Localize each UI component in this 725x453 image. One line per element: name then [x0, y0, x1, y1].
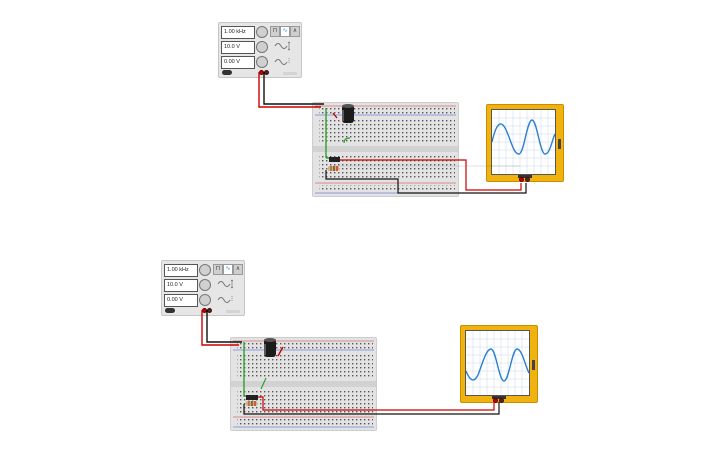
waveform-trace [465, 331, 530, 395]
breadboard-holes [313, 103, 458, 196]
breadboard[interactable] [230, 337, 377, 431]
scope-probe-negative[interactable] [499, 398, 504, 403]
offset-row: 0.00 V [221, 56, 299, 69]
oscilloscope[interactable] [460, 325, 538, 403]
frequency-knob[interactable] [199, 264, 211, 276]
green-wire-jumper [343, 137, 351, 144]
scope-side-label [558, 139, 561, 149]
amplitude-display[interactable]: 10.0 V [221, 41, 255, 54]
scope-input-label [492, 396, 506, 399]
frequency-row: 1.00 kHz ⊓ ∿ ∧ [164, 264, 243, 277]
capacitor-lead [277, 346, 284, 357]
amplitude-symbol-icon [217, 279, 234, 289]
resistor [328, 166, 339, 171]
scope-side-label [532, 360, 535, 370]
amplitude-symbol-icon [274, 41, 291, 51]
square-wave-icon[interactable]: ⊓ [213, 264, 223, 275]
offset-display[interactable]: 0.00 V [221, 56, 255, 69]
offset-knob[interactable] [256, 56, 268, 68]
amplitude-knob[interactable] [256, 41, 268, 53]
function-generator[interactable]: 1.00 kHz ⊓ ∿ ∧ 10.0 V 0.00 V [218, 22, 302, 78]
transistor [329, 157, 340, 162]
square-wave-icon[interactable]: ⊓ [270, 26, 280, 37]
electrolytic-capacitor [342, 104, 354, 123]
scope-red-wire [258, 396, 495, 411]
oscilloscope-screen [491, 109, 556, 175]
breadboard-holes [231, 338, 376, 430]
oscilloscope[interactable] [486, 104, 564, 182]
power-switch[interactable] [165, 308, 175, 313]
black-wire [206, 310, 242, 343]
capacitor-lead [332, 112, 338, 119]
triangle-wave-icon[interactable]: ∧ [233, 264, 243, 275]
frequency-display[interactable]: 1.00 kHz [221, 26, 255, 39]
black-wire [263, 72, 324, 105]
brand-plate [226, 310, 240, 313]
amplitude-knob[interactable] [199, 279, 211, 291]
electrolytic-capacitor [264, 338, 276, 357]
scope-probe-negative[interactable] [525, 177, 530, 182]
waveform-trace [491, 110, 556, 174]
brand-plate [283, 72, 297, 75]
offset-row: 0.00 V [164, 294, 242, 307]
function-generator[interactable]: 1.00 kHz ⊓ ∿ ∧ 10.0 V 0.00 V [161, 260, 245, 316]
sine-wave-icon[interactable]: ∿ [223, 264, 233, 275]
oscilloscope-screen [465, 330, 530, 396]
frequency-knob[interactable] [256, 26, 268, 38]
frequency-row: 1.00 kHz ⊓ ∿ ∧ [221, 26, 300, 39]
scope-black-wire [243, 402, 500, 415]
scope-probe-positive[interactable] [519, 177, 524, 182]
red-wire [258, 72, 321, 108]
amplitude-row: 10.0 V [221, 41, 299, 54]
scope-black-wire [325, 170, 527, 194]
offset-display[interactable]: 0.00 V [164, 294, 198, 307]
sine-wave-icon[interactable]: ∿ [280, 26, 290, 37]
transistor [246, 395, 258, 400]
green-wire-vertical [243, 342, 249, 397]
amplitude-display[interactable]: 10.0 V [164, 279, 198, 292]
offset-symbol-icon [217, 296, 233, 303]
power-switch[interactable] [222, 70, 232, 75]
scope-input-label [518, 175, 532, 178]
red-wire [201, 310, 239, 346]
amplitude-row: 10.0 V [164, 279, 242, 292]
green-wire-jumper [260, 377, 267, 390]
frequency-display[interactable]: 1.00 kHz [164, 264, 198, 277]
offset-symbol-icon [274, 58, 290, 65]
triangle-wave-icon[interactable]: ∧ [290, 26, 300, 37]
scope-red-wire [340, 159, 522, 191]
offset-knob[interactable] [199, 294, 211, 306]
resistor [246, 401, 257, 406]
scope-probe-positive[interactable] [493, 398, 498, 403]
